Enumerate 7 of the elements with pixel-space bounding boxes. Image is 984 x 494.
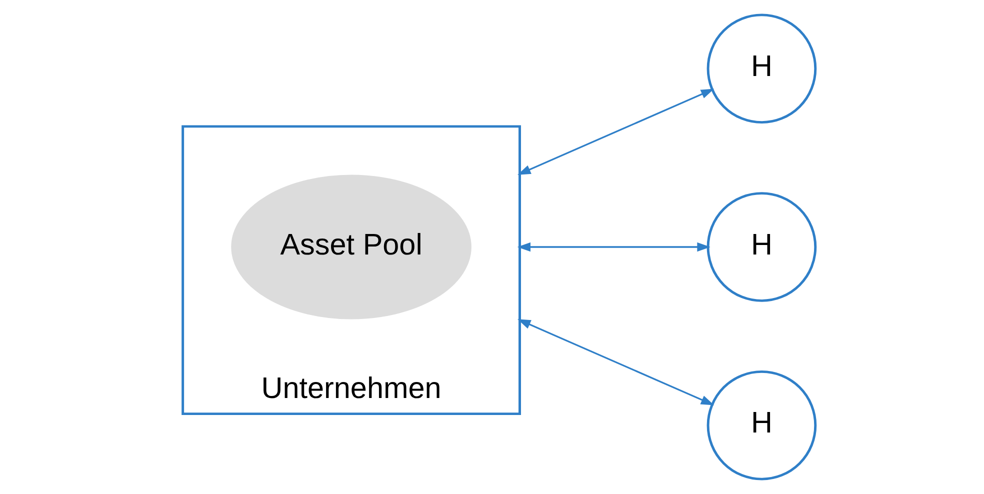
node-ellipse: Asset Pool (230, 174, 471, 320)
arrow (516, 319, 714, 406)
node-circle: H (706, 192, 816, 302)
node-circle: H (706, 370, 816, 480)
arrow (516, 88, 714, 175)
arrow (516, 242, 710, 252)
node-circle: H (706, 14, 816, 124)
